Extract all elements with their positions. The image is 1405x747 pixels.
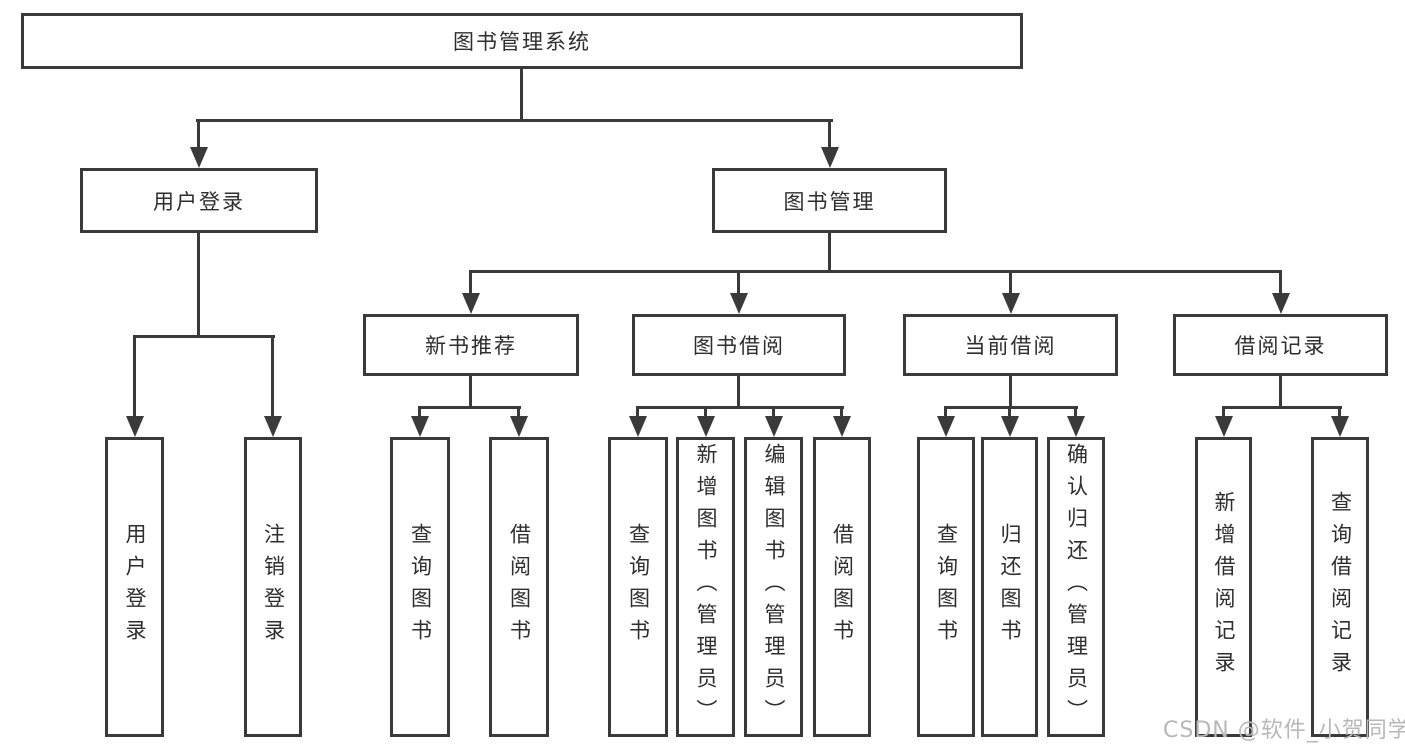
- leaf-query-book-borrow: 查询图书: [608, 437, 668, 737]
- node-current-borrow-label: 当前借阅: [964, 334, 1057, 358]
- connector-line: [944, 406, 947, 418]
- connector-line: [1338, 406, 1341, 418]
- arrow-down-icon: [1272, 293, 1290, 314]
- node-borrow-records-label: 借阅记录: [1234, 334, 1327, 358]
- arrow-down-icon: [1002, 293, 1020, 314]
- connector-line: [1222, 406, 1225, 418]
- node-user-login-label: 用户登录: [153, 189, 245, 214]
- leaf-user-login: 用户登录: [105, 437, 164, 737]
- connector-line: [196, 119, 833, 122]
- arrow-down-icon: [126, 416, 144, 437]
- connector-line: [636, 406, 639, 418]
- leaf-logout: 注销登录: [244, 437, 302, 737]
- node-borrow-records: 借阅记录: [1173, 314, 1388, 376]
- leaf-confirm-return-admin: 确认归还（管理员）: [1047, 437, 1105, 737]
- arrow-down-icon: [462, 293, 480, 314]
- connector-line: [197, 119, 200, 149]
- leaf-query-book-current: 查询图书: [917, 437, 975, 737]
- leaf-confirm-return-admin-label: 确认归还（管理员）: [1064, 443, 1089, 731]
- connector-line: [271, 335, 274, 418]
- leaf-add-book-admin-label: 新增图书（管理员）: [694, 443, 718, 731]
- connector-line: [828, 119, 831, 149]
- leaf-borrow-book-recommend: 借阅图书: [489, 437, 549, 737]
- node-book-management-label: 图书管理: [783, 189, 876, 214]
- connector-line: [520, 69, 523, 121]
- leaf-add-borrow-record: 新增借阅记录: [1195, 437, 1252, 737]
- leaf-return-book: 归还图书: [981, 437, 1038, 737]
- leaf-edit-book-admin-label: 编辑图书（管理员）: [762, 443, 786, 731]
- connector-line: [772, 406, 775, 418]
- arrow-down-icon: [629, 416, 647, 437]
- connector-line: [1009, 270, 1012, 295]
- leaf-add-borrow-record-label: 新增借阅记录: [1212, 491, 1236, 683]
- node-book-borrow: 图书借阅: [632, 314, 846, 376]
- connector-line: [133, 335, 275, 338]
- connector-line: [840, 406, 843, 418]
- node-current-borrow: 当前借阅: [903, 314, 1118, 376]
- connector-line: [1222, 406, 1342, 409]
- node-new-book-recommend: 新书推荐: [363, 314, 579, 376]
- arrow-down-icon: [1215, 416, 1233, 437]
- node-new-book-recommend-label: 新书推荐: [425, 334, 517, 358]
- connector-line: [636, 406, 844, 409]
- connector-line: [133, 335, 136, 418]
- arrow-down-icon: [1067, 416, 1085, 437]
- connector-line: [517, 406, 520, 418]
- arrow-down-icon: [1331, 416, 1349, 437]
- connector-line: [469, 376, 472, 409]
- arrow-down-icon: [937, 416, 955, 437]
- leaf-borrow-book: 借阅图书: [813, 437, 871, 737]
- connector-line: [418, 406, 421, 418]
- connector-line: [1279, 376, 1282, 409]
- arrow-down-icon: [510, 416, 528, 437]
- connector-line: [197, 233, 200, 337]
- arrow-down-icon: [190, 147, 208, 168]
- leaf-query-book-current-label: 查询图书: [934, 523, 959, 651]
- leaf-query-borrow-record-label: 查询借阅记录: [1328, 491, 1353, 683]
- connector-line: [737, 376, 740, 409]
- arrow-down-icon: [821, 147, 839, 168]
- connector-line: [1008, 406, 1011, 418]
- connector-line: [469, 270, 472, 295]
- arrow-down-icon: [765, 416, 783, 437]
- connector-line: [469, 270, 1282, 273]
- arrow-down-icon: [264, 416, 282, 437]
- watermark: CSDN @软件_小贺同学: [1163, 718, 1405, 743]
- node-book-management: 图书管理: [712, 168, 947, 233]
- connector-line: [944, 406, 1078, 409]
- node-library-system: 图书管理系统: [21, 13, 1023, 69]
- connector-line: [828, 233, 831, 273]
- node-library-system-label: 图书管理系统: [453, 30, 591, 54]
- leaf-query-book-borrow-label: 查询图书: [626, 523, 651, 651]
- connector-line: [1279, 270, 1282, 295]
- leaf-user-login-label: 用户登录: [123, 523, 147, 651]
- connector-line: [1009, 376, 1012, 409]
- connector-line: [1074, 406, 1077, 418]
- arrow-down-icon: [730, 293, 748, 314]
- leaf-borrow-book-recommend-label: 借阅图书: [507, 523, 532, 651]
- leaf-return-book-label: 归还图书: [998, 523, 1022, 651]
- leaf-edit-book-admin: 编辑图书（管理员）: [744, 437, 803, 737]
- leaf-query-book-recommend-label: 查询图书: [408, 523, 433, 651]
- arrow-down-icon: [833, 416, 851, 437]
- leaf-add-book-admin: 新增图书（管理员）: [676, 437, 735, 737]
- arrow-down-icon: [1001, 416, 1019, 437]
- arrow-down-icon: [411, 416, 429, 437]
- arrow-down-icon: [697, 416, 715, 437]
- leaf-query-borrow-record: 查询借阅记录: [1311, 437, 1369, 737]
- connector-line: [704, 406, 707, 418]
- connector-line: [737, 270, 740, 295]
- node-user-login: 用户登录: [80, 168, 318, 233]
- leaf-query-book-recommend: 查询图书: [390, 437, 450, 737]
- node-book-borrow-label: 图书借阅: [693, 334, 785, 358]
- leaf-borrow-book-label: 借阅图书: [830, 523, 855, 651]
- leaf-logout-label: 注销登录: [261, 523, 286, 651]
- connector-line: [418, 406, 521, 409]
